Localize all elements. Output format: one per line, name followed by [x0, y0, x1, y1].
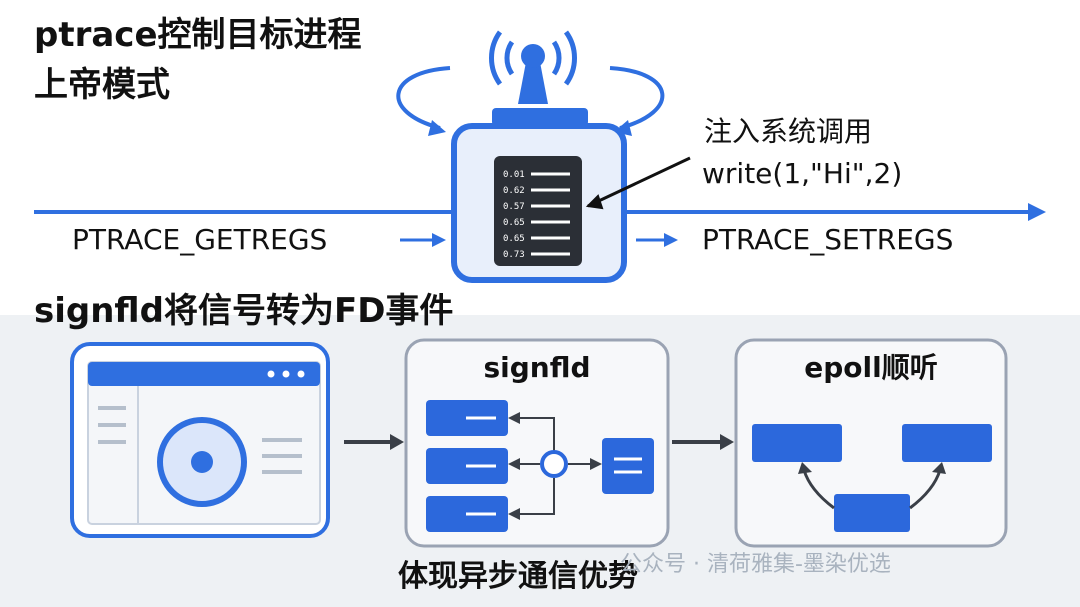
epoll-box-title: epoll顺听: [804, 351, 938, 384]
ptrace-title-line1: ptrace控制目标进程: [34, 15, 362, 55]
cycle-arrow-right: [609, 66, 665, 130]
inject-call: write(1,"Hi",2): [702, 157, 903, 190]
cycle-arrow-left: [396, 66, 451, 130]
antenna-icon: [489, 30, 588, 126]
watermark-text: 公众号 · 清荷雅集-墨染优选: [620, 552, 891, 577]
async-caption: 体现异步通信优势: [398, 559, 638, 594]
epoll-box: [734, 338, 1008, 548]
setregs-label: PTRACE_SETREGS: [702, 223, 954, 256]
signfd-box-title: signfld: [483, 351, 591, 384]
inject-pointer-line: [587, 156, 691, 208]
main-flow-arrowhead: [1028, 203, 1046, 221]
register-value: 0.65: [503, 234, 525, 244]
signfd-to-epoll-arrowhead: [720, 434, 734, 450]
register-value: 0.73: [503, 250, 525, 260]
register-value: 0.65: [503, 218, 525, 228]
inject-label: 注入系统调用: [704, 115, 873, 148]
getregs-arrowhead: [432, 233, 446, 247]
register-value: 0.62: [503, 186, 525, 196]
signfd-section-title: signfld将信号转为FD事件: [34, 291, 454, 331]
setregs-arrowhead: [664, 233, 678, 247]
register-value: 0.57: [503, 202, 525, 212]
signfd-internals: [426, 400, 654, 532]
epoll-internals: [752, 424, 992, 532]
app-window-icon: [87, 361, 321, 525]
app-to-signfd-arrowhead: [390, 434, 404, 450]
cycle-arrowhead-left: [428, 120, 446, 136]
ptrace-title-line2: 上帝模式: [34, 65, 170, 105]
inject-pointer-arrowhead: [585, 194, 604, 210]
signfd-box: [404, 338, 670, 548]
getregs-label: PTRACE_GETREGS: [72, 223, 328, 256]
register-lines: 0.01 0.62 0.57 0.65 0.65 0.73: [503, 170, 570, 260]
register-value: 0.01: [503, 170, 525, 180]
